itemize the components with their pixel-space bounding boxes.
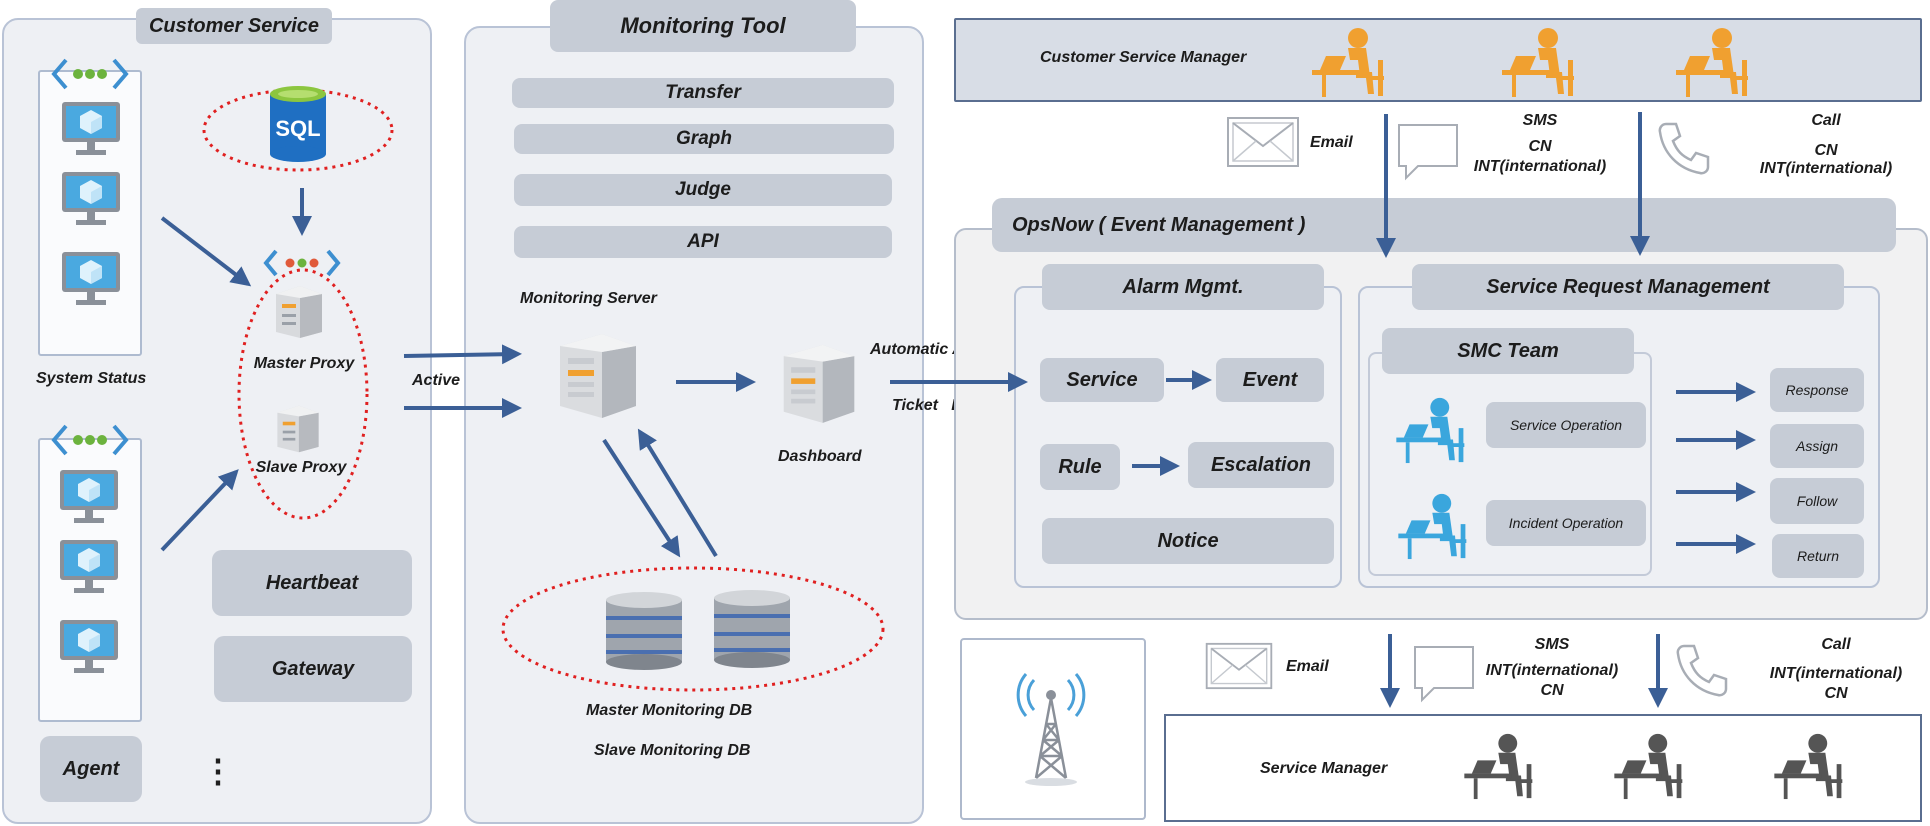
master-proxy-label: Master Proxy [253, 355, 355, 372]
proxy-ellipse [237, 268, 369, 520]
monitoring-server-label: Monitoring Server [520, 290, 657, 307]
person-at-desk-icon [1676, 28, 1748, 97]
rule-box: Rule [1040, 444, 1120, 490]
operator-icon [1396, 397, 1465, 464]
network-link-icon [51, 424, 129, 456]
slave-proxy-label: Slave Proxy [255, 459, 347, 476]
sql-label: SQL [275, 116, 320, 141]
service-manager-label: Service Manager [1260, 760, 1388, 777]
monitor-icon [60, 540, 118, 593]
event-box: Event [1216, 358, 1324, 402]
smc-team-title: SMC Team [1382, 328, 1634, 374]
csm-call-line1: Call [1811, 112, 1841, 129]
phone-icon [1658, 122, 1710, 175]
opsnow-title: OpsNow ( Event Management ) [992, 198, 1896, 252]
slave-db-icon [714, 590, 790, 668]
person-at-desk-icon [1312, 28, 1384, 97]
monitor-icon [62, 252, 120, 305]
follow-box: Follow [1770, 478, 1864, 524]
heartbeat-box: Heartbeat [212, 550, 412, 616]
signal-tower-icon [1016, 673, 1086, 786]
person-at-desk-icon [1774, 733, 1843, 800]
csm-sms-line2: CN [1528, 138, 1552, 155]
sms-bubble-icon [1414, 646, 1474, 703]
dashboard-server-icon [783, 344, 855, 423]
incident-operation-box: Incident Operation [1486, 500, 1646, 546]
more-ellipsis: ⋮ [202, 753, 234, 789]
sm-sms-line2: INT(international) [1485, 662, 1619, 679]
network-link-icon [51, 58, 129, 90]
notice-box: Notice [1042, 518, 1334, 564]
sm-sms-line3: CN [1540, 682, 1564, 699]
assign-box: Assign [1770, 424, 1864, 468]
sm-call-line3: CN [1824, 685, 1848, 702]
service-operation-box: Service Operation [1486, 402, 1646, 448]
csm-sms-line3: INT(international) [1473, 158, 1607, 175]
master-db-icon [606, 592, 682, 670]
system-status-label: System Status [36, 370, 147, 387]
dashboard-label: Dashboard [778, 448, 862, 465]
csm-sms-line1: SMS [1522, 112, 1558, 129]
sms-bubble-icon [1398, 124, 1458, 181]
customer-service-title: Customer Service [136, 8, 332, 44]
gateway-box: Gateway [214, 636, 412, 702]
sm-sms-line1: SMS [1534, 636, 1570, 653]
service-box: Service [1040, 358, 1164, 402]
sm-call-line1: Call [1821, 636, 1851, 653]
email-icon [1227, 117, 1299, 167]
person-at-desk-icon [1502, 28, 1574, 97]
person-at-desk-icon [1464, 733, 1533, 800]
escalation-box: Escalation [1188, 442, 1334, 488]
api-item: API [514, 226, 892, 258]
return-box: Return [1772, 534, 1864, 578]
csm-call-line3: INT(international) [1759, 160, 1893, 177]
monitor-icon [60, 470, 118, 523]
phone-icon [1676, 644, 1728, 697]
monitor-icon [62, 172, 120, 225]
graph-item: Graph [514, 124, 894, 154]
transfer-item: Transfer [512, 78, 894, 108]
agent-box: Agent [40, 736, 142, 802]
operator-icon [1398, 493, 1467, 560]
slave-db-label: Slave Monitoring DB [594, 742, 751, 759]
response-box: Response [1770, 368, 1864, 412]
master-db-label: Master Monitoring DB [586, 702, 753, 719]
judge-item: Judge [514, 174, 892, 206]
person-at-desk-icon [1614, 733, 1683, 800]
srm-title: Service Request Management [1412, 264, 1844, 310]
opsnow-title-text: OpsNow ( Event Management ) [1012, 213, 1306, 236]
monitor-icon [62, 102, 120, 155]
monitoring-db-ellipse [501, 566, 885, 692]
csm-call-line2: CN [1814, 142, 1838, 159]
csm-email-label: Email [1310, 134, 1353, 151]
monitoring-tool-title: Monitoring Tool [550, 0, 856, 52]
email-icon [1205, 642, 1273, 690]
sql-database-icon: SQL [202, 86, 394, 172]
sm-call-line2: INT(international) [1769, 665, 1903, 682]
monitor-icon [60, 620, 118, 673]
master-proxy-server-icon [276, 286, 322, 338]
slave-proxy-server-icon [277, 405, 319, 453]
alarm-mgmt-title: Alarm Mgmt. [1042, 264, 1324, 310]
customer-service-manager-label: Customer Service Manager [1040, 49, 1247, 66]
monitoring-server-icon [560, 334, 636, 418]
customer-service-manager-bar [954, 18, 1922, 102]
network-link-icon [263, 249, 341, 277]
sm-email-label: Email [1286, 658, 1329, 675]
